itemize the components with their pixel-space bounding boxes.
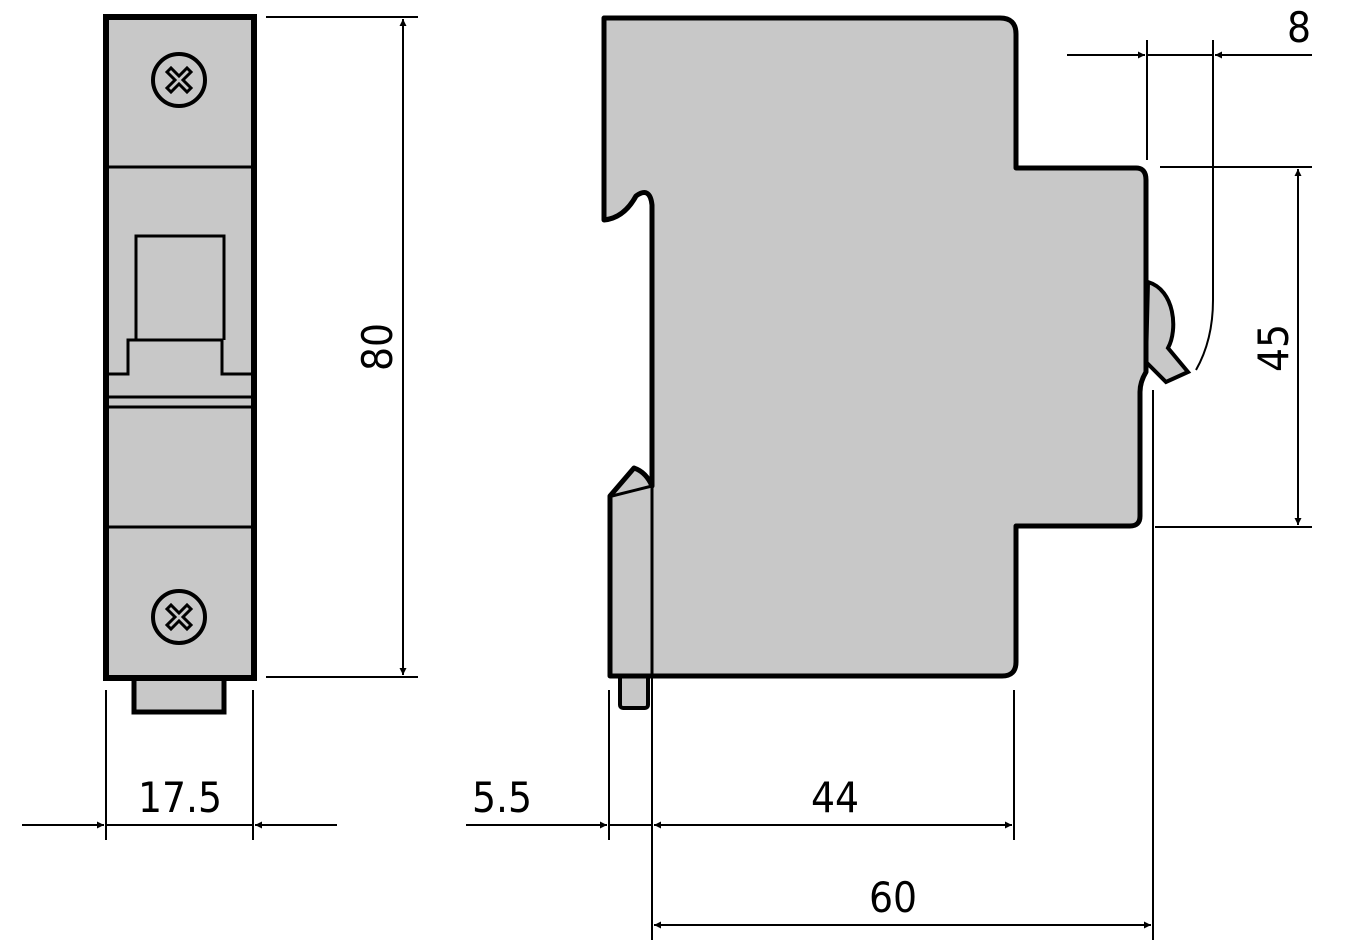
side-body <box>601 15 1149 679</box>
dimension-label-width: 17.5 <box>138 773 222 822</box>
dimension-total-depth: 60 <box>654 390 1154 940</box>
dimension-width-front: 17.5 <box>22 690 337 840</box>
side-clip-edge <box>611 484 653 498</box>
dimension-label-height: 80 <box>353 323 402 371</box>
front-body <box>103 14 257 681</box>
dimension-label-toggle-height: 45 <box>1249 324 1298 372</box>
front-toggle-lever <box>134 234 226 340</box>
dimension-toggle-protrusion: 8 <box>1067 3 1312 371</box>
dimension-rail-offset: 5.5 <box>466 500 653 940</box>
dimension-label-body-depth: 44 <box>811 773 859 822</box>
front-view <box>103 14 257 715</box>
dimension-label-protrusion: 8 <box>1287 3 1311 52</box>
side-toggle-lever <box>1143 279 1192 385</box>
screw-head-icon <box>151 52 207 108</box>
front-din-clip <box>131 673 227 715</box>
side-view <box>601 15 1192 710</box>
front-toggle-window <box>108 338 252 376</box>
screw-head-icon <box>151 589 207 645</box>
dimension-label-offset: 5.5 <box>472 773 532 822</box>
dimension-height-total: 80 <box>266 16 418 678</box>
dimension-label-total-depth: 60 <box>869 873 917 922</box>
dimension-body-depth: 44 <box>654 690 1015 840</box>
dimension-toggle-height: 45 <box>1155 166 1312 528</box>
